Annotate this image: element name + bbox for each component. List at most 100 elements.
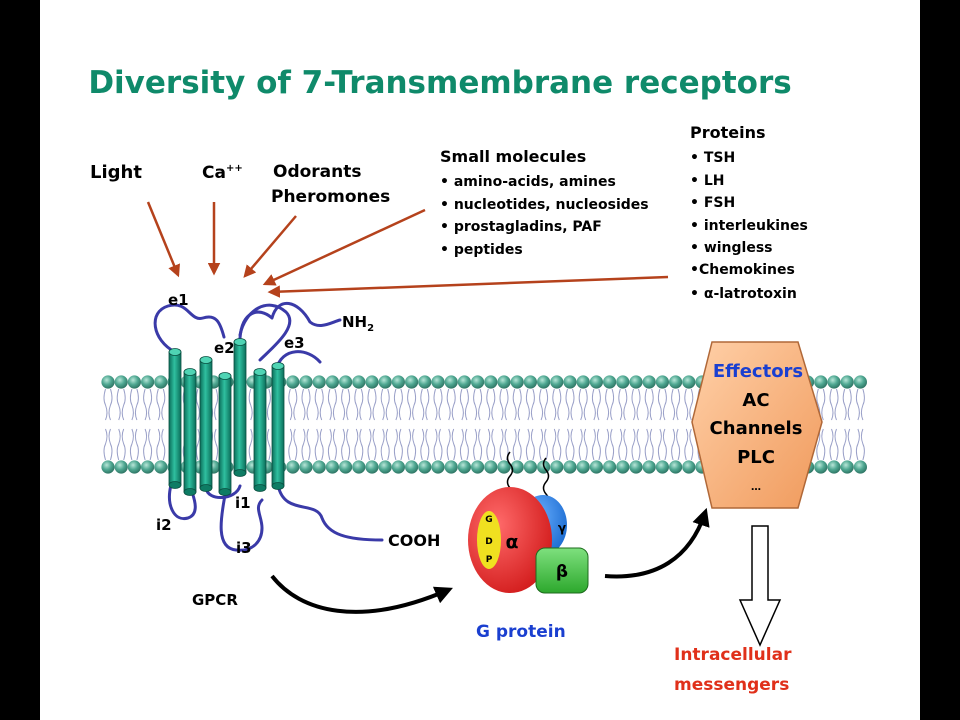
lipid-head: [550, 375, 564, 389]
lipid-head: [286, 375, 300, 389]
lipid-head: [471, 375, 485, 389]
lipid-tail: [214, 388, 219, 421]
helix-tm1: [168, 348, 182, 489]
ligand-light-label: Light: [90, 162, 142, 183]
lipid-head: [629, 460, 643, 474]
lipid-tail: [341, 428, 346, 461]
lipid-tail: [451, 388, 456, 421]
lipid-head: [352, 460, 366, 474]
lipid-tail: [446, 388, 451, 421]
lipid-tail: [367, 388, 372, 421]
lipid-head: [457, 460, 471, 474]
lipid-tail: [425, 428, 430, 461]
lipid-tail: [605, 388, 610, 421]
lipid-head: [431, 460, 445, 474]
lipid-head: [431, 375, 445, 389]
lipid-tail: [544, 428, 549, 461]
lipid-tail: [398, 388, 403, 421]
lipid-head: [444, 460, 458, 474]
lipid-tail: [385, 428, 390, 461]
lipid-tail: [842, 388, 847, 421]
lipid-tail: [578, 428, 583, 461]
small-molecules-list: Small molecules • amino-acids, amines • …: [440, 147, 649, 258]
lipid-tail: [129, 388, 134, 421]
gdp-letter: P: [486, 555, 493, 565]
helix-body: [199, 359, 213, 489]
lipid-tail: [829, 428, 834, 461]
lipid-tail: [161, 428, 166, 461]
lipid-tail: [676, 388, 681, 421]
lipid-tail: [195, 428, 200, 461]
lipid-tail: [644, 428, 649, 461]
lipid-tail: [372, 388, 377, 421]
lipid-head: [563, 460, 577, 474]
lipid-tail: [671, 428, 676, 461]
lipid-tail: [829, 388, 834, 421]
lipid-tail: [407, 428, 412, 461]
light-arrow: [146, 201, 180, 278]
lipid-tail: [195, 388, 200, 421]
lipid-tail: [148, 388, 153, 421]
lipid-tail: [412, 388, 417, 421]
lipid-tail: [407, 388, 412, 421]
label-gpcr: GPCR: [192, 591, 238, 609]
helix-tm2: [183, 368, 197, 496]
down-block-arrow: [738, 525, 782, 647]
proteins-arrow: [267, 275, 669, 298]
lipid-tail: [451, 428, 456, 461]
label-e2: e2: [214, 339, 235, 357]
effector-item: …: [751, 482, 761, 493]
lipid-tail: [525, 388, 530, 421]
lipid-tail: [657, 388, 662, 421]
lipid-tail: [129, 428, 134, 461]
beta-subunit: [535, 547, 589, 594]
lipid-tail: [855, 428, 860, 461]
lipid-tail: [143, 388, 148, 421]
effector-item: AC: [742, 390, 769, 411]
lipid-tail: [156, 388, 161, 421]
lipid-head: [365, 375, 379, 389]
lipid-head: [418, 460, 432, 474]
helix-base: [183, 488, 197, 496]
label-i2: i2: [156, 516, 172, 534]
lipid-head: [669, 375, 683, 389]
lipid-tail: [671, 388, 676, 421]
label-e1: e1: [168, 291, 189, 309]
small-molecule-item: • peptides: [440, 242, 523, 258]
lipid-head: [154, 460, 168, 474]
lipid-head: [603, 460, 617, 474]
loop-i2: [168, 483, 197, 521]
lipid-tail: [552, 428, 557, 461]
loop-e1: [153, 303, 226, 354]
lipid-tail: [689, 428, 694, 461]
lipid-tail: [636, 428, 641, 461]
lipid-tail: [354, 388, 359, 421]
lipid-head: [537, 375, 551, 389]
lipid-tail: [491, 388, 496, 421]
lipid-tail: [359, 428, 364, 461]
helix-body: [183, 371, 197, 493]
lipid-tail: [684, 388, 689, 421]
lipid-tail: [530, 388, 535, 421]
lipid-head: [391, 460, 405, 474]
lipid-tail: [583, 388, 588, 421]
lipid-tail: [346, 428, 351, 461]
lipid-tail: [319, 428, 324, 461]
lipid-head: [114, 460, 128, 474]
ligand-pheromones-label: Pheromones: [271, 187, 390, 207]
effector-item: Channels: [710, 418, 803, 439]
lipid-head: [325, 460, 339, 474]
lipid-tail: [618, 388, 623, 421]
lipid-head: [405, 375, 419, 389]
lipid-tail: [557, 428, 562, 461]
lipid-tail: [855, 388, 860, 421]
lipid-tail: [478, 388, 483, 421]
lipid-tail: [539, 388, 544, 421]
lipid-tail: [367, 428, 372, 461]
lipid-tail: [412, 428, 417, 461]
lipid-head: [352, 375, 366, 389]
lipid-tail: [591, 428, 596, 461]
lipid-head: [312, 375, 326, 389]
lipid-tail: [591, 388, 596, 421]
gamma-label: γ: [558, 521, 566, 535]
